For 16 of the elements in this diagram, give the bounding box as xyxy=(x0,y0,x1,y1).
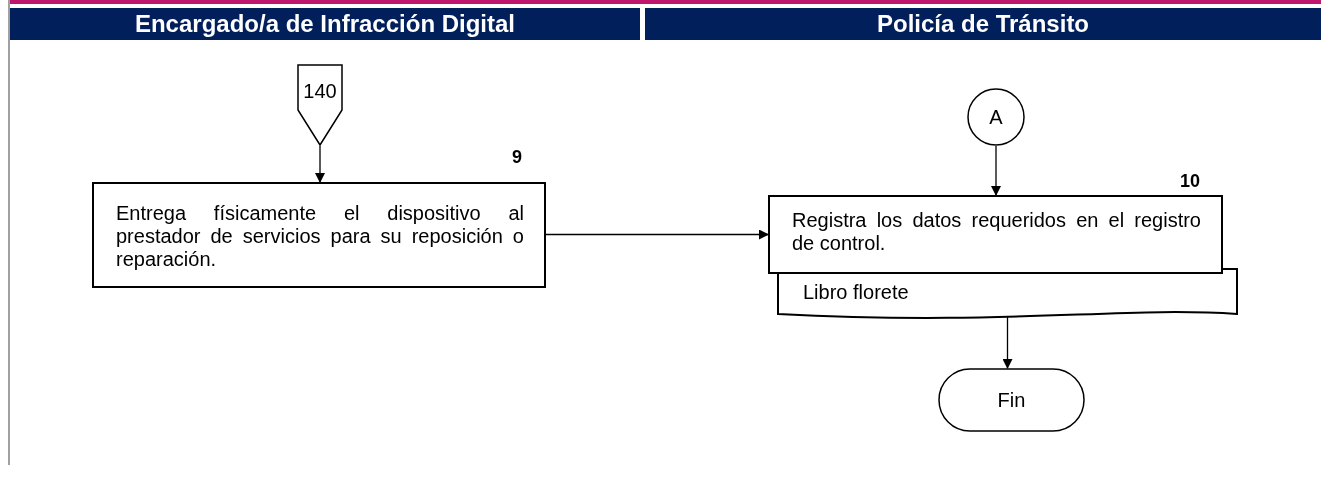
lane-header: Policía de Tránsito xyxy=(645,8,1321,40)
arrow xyxy=(1002,315,1013,369)
lane-header: Encargado/a de Infracción Digital xyxy=(10,8,640,40)
step-number: 10 xyxy=(1180,171,1201,192)
process-text: Entrega físicamente el dispositivo al prestador de servicios para su reposición o reparación. xyxy=(116,202,524,272)
shape-label: Libro florete xyxy=(803,280,909,304)
arrow xyxy=(545,229,769,240)
step-number: 9 xyxy=(512,147,522,168)
shape-label: Fin xyxy=(997,388,1026,412)
arrow xyxy=(315,145,325,183)
shape-label: 140 xyxy=(303,79,337,103)
process-box xyxy=(768,195,1223,274)
shape-label: A xyxy=(989,105,1003,129)
arrow xyxy=(991,145,1001,196)
process-text: Registra los datos requeridos en el registro de control. xyxy=(792,209,1201,256)
process-box xyxy=(92,182,546,288)
